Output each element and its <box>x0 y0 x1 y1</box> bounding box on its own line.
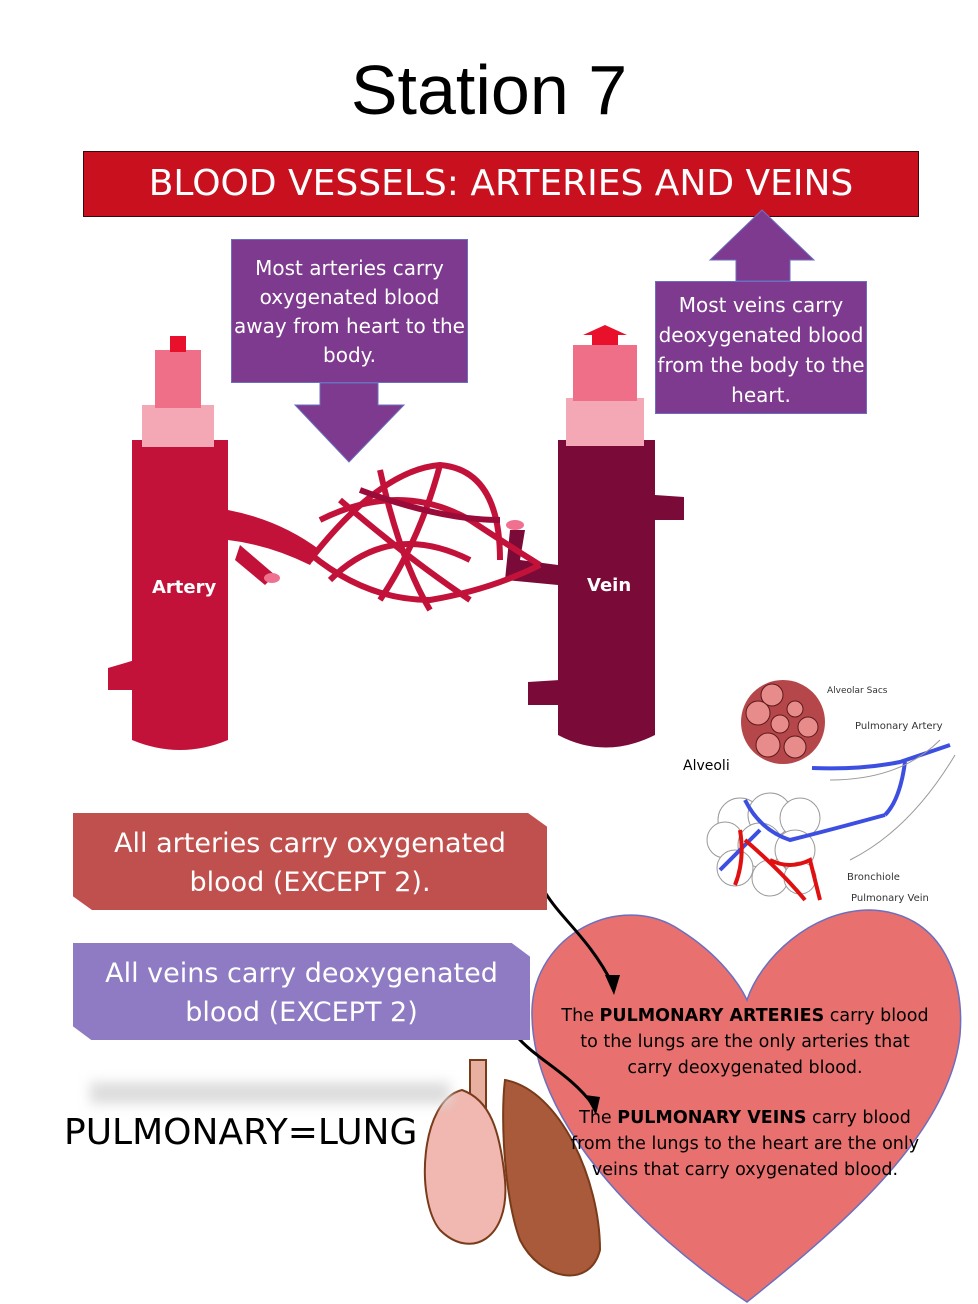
text-bold: PULMONARY ARTERIES <box>599 1006 825 1026</box>
label-shadow <box>90 1082 450 1104</box>
section-banner: BLOOD VESSELS: ARTERIES AND VEINS <box>83 151 919 217</box>
text-post: carry blood from the lungs to the heart … <box>570 1108 920 1180</box>
heart-shape <box>531 909 962 1303</box>
down-arrow-icon <box>293 382 406 463</box>
arteries-rule-box: All arteries carry oxygenated blood (EXC… <box>73 813 547 910</box>
alveoli-label: Alveoli <box>683 758 730 774</box>
page-title: Station 7 <box>350 51 628 129</box>
text-bold: PULMONARY VEINS <box>617 1108 807 1128</box>
alveoli-diagram <box>706 680 956 902</box>
artery-label: Artery <box>152 577 217 598</box>
text-pre: The <box>579 1108 618 1128</box>
vein-label: Vein <box>587 575 632 596</box>
arteries-callout: Most arteries carry oxygenated blood awa… <box>231 239 468 383</box>
alveolar-sacs-label: Alveolar Sacs <box>827 686 888 696</box>
veins-callout: Most veins carry deoxygenated blood from… <box>655 281 867 414</box>
text-post: carry blood to the lungs are the only ar… <box>580 1006 929 1078</box>
capillary-bed-illustration <box>297 461 542 612</box>
pulmonary-veins-text: The PULMONARY VEINS carry blood from the… <box>570 1105 920 1183</box>
bronchiole-label: Bronchiole <box>847 872 900 883</box>
veins-rule-box: All veins carry deoxygenated blood (EXCE… <box>73 943 530 1040</box>
pulmonary-artery-label: Pulmonary Artery <box>855 721 943 732</box>
pulmonary-definition: PULMONARY=LUNG <box>64 1112 418 1153</box>
vein-illustration <box>505 325 684 748</box>
lungs-illustration <box>423 1059 602 1277</box>
up-arrow-icon <box>708 209 816 282</box>
pulmonary-vein-label: Pulmonary Vein <box>851 893 929 904</box>
text-pre: The <box>561 1006 600 1026</box>
artery-illustration <box>108 336 320 750</box>
pulmonary-arteries-text: The PULMONARY ARTERIES carry blood to th… <box>560 1003 930 1081</box>
